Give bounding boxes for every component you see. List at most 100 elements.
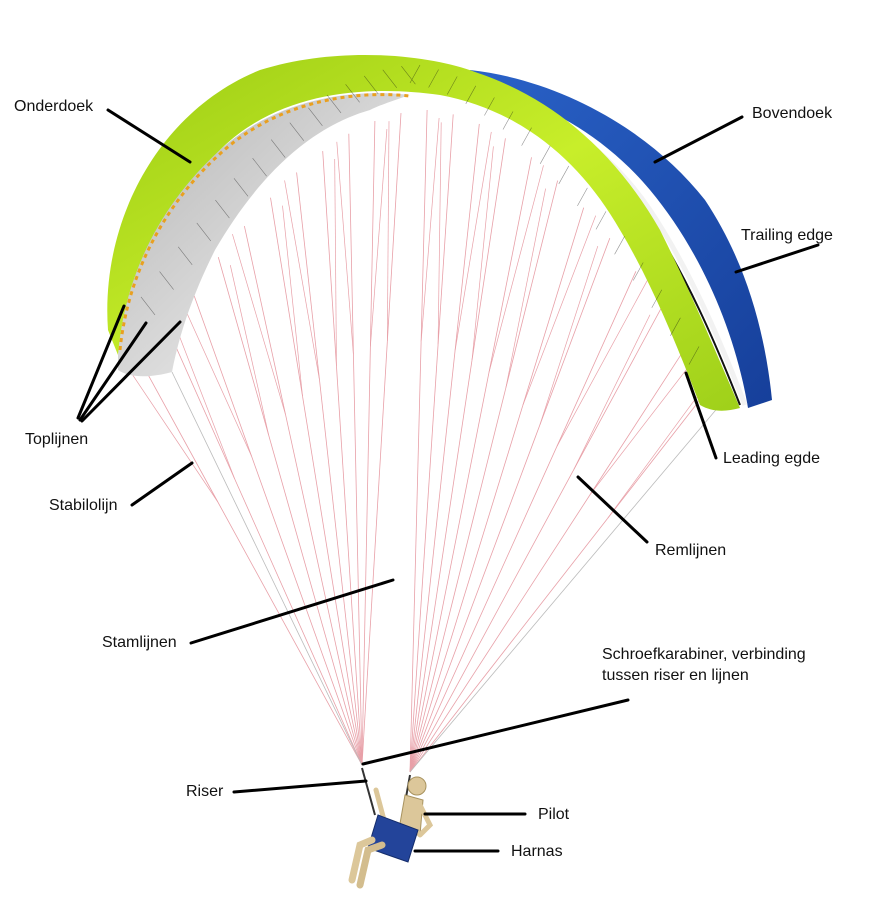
suspension-line [165, 324, 236, 480]
label-stabilolijn: Stabilolijn [49, 497, 118, 514]
label-onderdoek: Onderdoek [14, 98, 94, 115]
cascade-line [471, 146, 494, 361]
label-leading-edge: Leading egde [723, 450, 820, 467]
suspension-line [409, 493, 592, 773]
suspension-line [217, 257, 269, 435]
pointer-bovendoek [653, 115, 744, 164]
cascade-line [179, 298, 252, 457]
cascade-line [437, 122, 442, 345]
canopy-rib [382, 69, 398, 89]
cascade-line [505, 188, 546, 388]
suspension-line [409, 350, 456, 773]
suspension-line [296, 172, 320, 380]
suspension-line [437, 114, 454, 345]
label-riser: Riser [186, 783, 224, 800]
pointer-stamlijnen [189, 578, 395, 645]
canopy-rib [308, 107, 323, 126]
suspension-line [322, 151, 337, 366]
pointer-lines [76, 108, 820, 853]
suspension-line [361, 346, 371, 766]
suspension-line [556, 271, 637, 447]
cascade-line [334, 159, 337, 366]
suspension-line [573, 306, 663, 470]
suspension-line [590, 343, 689, 494]
suspension-line [270, 197, 303, 397]
pointer-onderdoek [106, 108, 192, 164]
canopy-rib [539, 145, 551, 164]
canopy-rib [363, 75, 379, 95]
pointer-stabilolijn [130, 461, 194, 507]
cascade-line [284, 180, 320, 380]
suspension-line [488, 157, 532, 373]
cascade-line [573, 314, 651, 470]
canopy-rib [196, 222, 212, 242]
suspension-line [251, 456, 363, 766]
cascade-line [522, 215, 597, 406]
suspension-line [244, 225, 286, 415]
cascade-line [127, 367, 218, 502]
label-schroefkarabiner-2: tussen riser en lijnen [602, 667, 749, 684]
canopy-rib [558, 165, 570, 185]
suspension-line [409, 405, 524, 773]
lower-surface [118, 93, 410, 377]
suspension-line [268, 434, 363, 766]
canopy-rib [651, 289, 663, 308]
canopy-rib [215, 199, 230, 219]
cascade-line [539, 245, 599, 426]
suspension-line [505, 180, 558, 388]
pilot-head [407, 776, 427, 796]
canopy-rib [632, 262, 644, 281]
suspension-line [409, 424, 541, 773]
canopy-rib [289, 122, 305, 141]
label-schroefkarabiner-1: Schroefkarabiner, verbinding [602, 646, 806, 663]
suspension-line [409, 360, 473, 773]
pointer-toplijn-3 [80, 320, 182, 423]
canopy-rib [177, 246, 193, 266]
suspension-line [539, 237, 611, 426]
cascade-line [177, 332, 235, 479]
suspension-line [420, 110, 428, 342]
pointer-toplijn-1 [76, 304, 126, 420]
label-remlijnen: Remlijnen [655, 542, 727, 559]
pointer-toplijn-2 [78, 321, 148, 422]
label-pilot: Pilot [538, 806, 570, 823]
suspension-line [409, 469, 575, 773]
cascade-line [488, 165, 544, 373]
leading-edge-band [107, 54, 740, 411]
suspension-line [409, 372, 490, 773]
canopy-rib [465, 85, 477, 104]
suspension-lines [127, 110, 721, 773]
cascade-line [420, 118, 440, 342]
cascade-line [336, 141, 354, 355]
canopy-rib [688, 346, 700, 365]
suspension-line [217, 501, 363, 766]
suspension-line [386, 113, 402, 342]
pointer-leading-edge [684, 371, 718, 460]
label-toplijnen: Toplijnen [25, 431, 89, 448]
canopy-rib [446, 76, 458, 95]
canopy-rib [252, 157, 267, 177]
canopy-rib [345, 84, 360, 103]
cascade-line [607, 389, 703, 519]
stabilo-or-brake-line [171, 371, 363, 766]
suspension-line [409, 517, 609, 773]
pointer-schroefkarabiner [361, 698, 630, 766]
suspension-line [409, 387, 507, 773]
stabilo-or-brake-line [409, 404, 721, 773]
suspension-line [234, 478, 363, 766]
canopy-rib [326, 94, 342, 114]
cascade-line [454, 131, 492, 351]
cascade-line [590, 351, 701, 494]
riser-left [361, 767, 376, 816]
canopy-rib [595, 211, 607, 230]
canopy-rib [409, 64, 421, 84]
canopy-rib [140, 296, 156, 316]
suspension-line [285, 414, 363, 766]
canopy-rib [233, 178, 249, 197]
upper-surface [470, 70, 772, 408]
suspension-line [353, 354, 363, 766]
suspension-line [522, 207, 585, 406]
label-stamlijnen: Stamlijnen [102, 634, 177, 651]
